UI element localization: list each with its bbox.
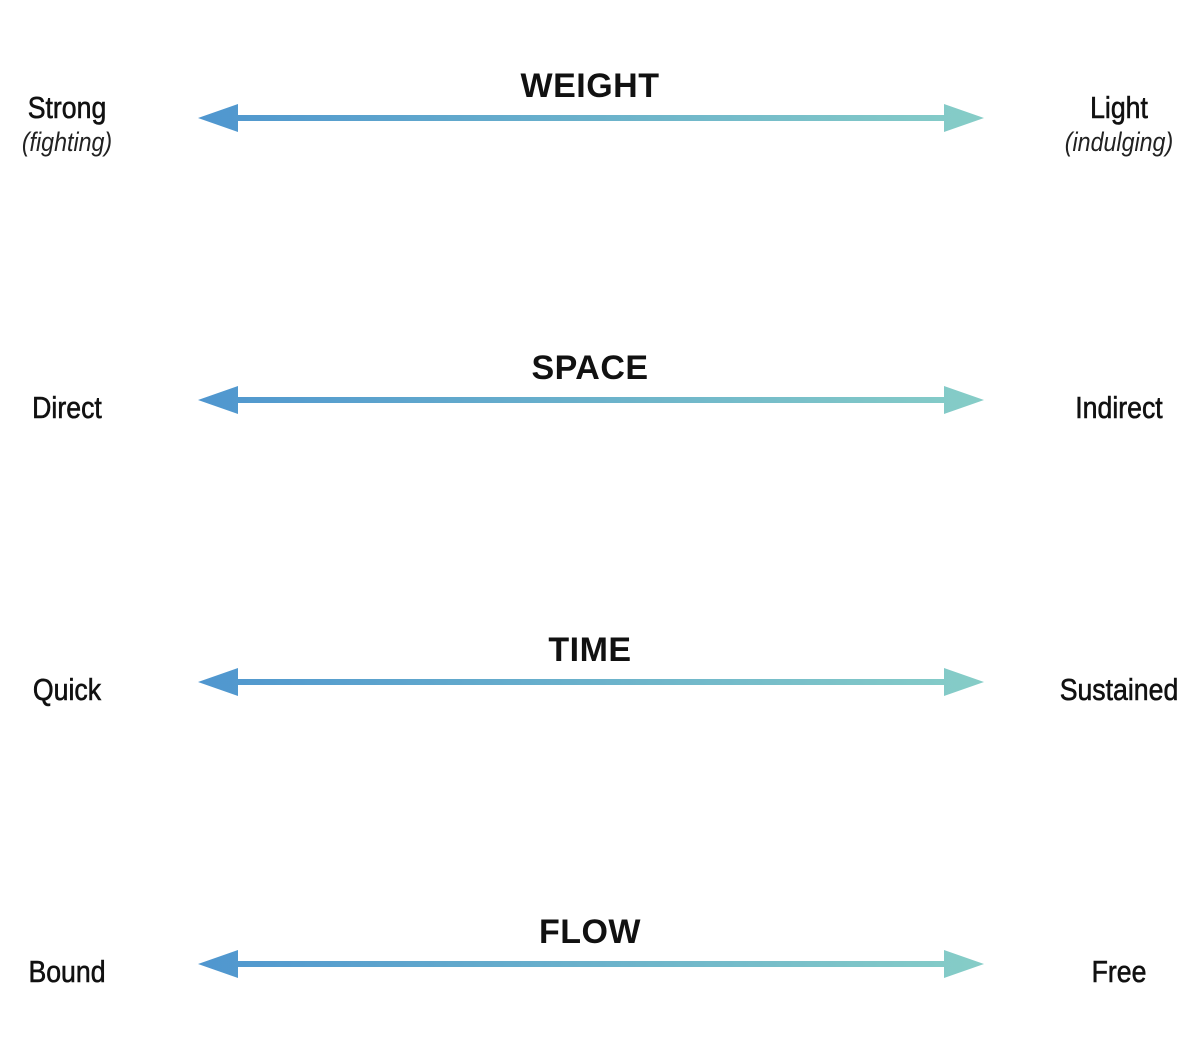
left-pole-sublabel: (fighting) bbox=[21, 127, 113, 157]
left-pole-label: Strong bbox=[27, 90, 107, 126]
right-pole-label: Free bbox=[1091, 954, 1147, 990]
left-pole: Direct bbox=[0, 390, 152, 426]
left-pole: Bound bbox=[0, 954, 152, 990]
right-pole: Indirect bbox=[1034, 390, 1196, 426]
dimension-row-space: SPACE Direct Indirect bbox=[0, 348, 1196, 478]
right-pole: Free bbox=[1034, 954, 1196, 990]
dimension-row-weight: WEIGHT Strong (fighting) Light (indulgin… bbox=[0, 66, 1196, 196]
right-pole: Sustained bbox=[1034, 672, 1196, 708]
left-pole: Quick bbox=[0, 672, 152, 708]
left-pole: Strong (fighting) bbox=[0, 90, 152, 158]
dimension-title: SPACE bbox=[531, 349, 649, 387]
dimension-title: FLOW bbox=[538, 913, 642, 951]
left-pole-label: Bound bbox=[28, 954, 106, 990]
right-pole-label: Indirect bbox=[1075, 390, 1163, 426]
right-pole-label: Light bbox=[1090, 90, 1148, 126]
dimension-title: TIME bbox=[548, 631, 632, 669]
dimension-row-flow: FLOW Bound Free bbox=[0, 912, 1196, 1042]
right-pole-label: Sustained bbox=[1059, 672, 1179, 708]
double-arrow-icon bbox=[198, 104, 984, 132]
double-arrow-icon bbox=[198, 386, 984, 414]
double-arrow-icon bbox=[198, 950, 984, 978]
double-arrow-icon bbox=[198, 668, 984, 696]
right-pole: Light (indulging) bbox=[1034, 90, 1196, 158]
right-pole-sublabel: (indulging) bbox=[1064, 127, 1174, 157]
left-pole-label: Quick bbox=[32, 672, 102, 708]
dimension-title: WEIGHT bbox=[520, 67, 660, 105]
dimension-row-time: TIME Quick Sustained bbox=[0, 630, 1196, 760]
left-pole-label: Direct bbox=[32, 390, 102, 426]
